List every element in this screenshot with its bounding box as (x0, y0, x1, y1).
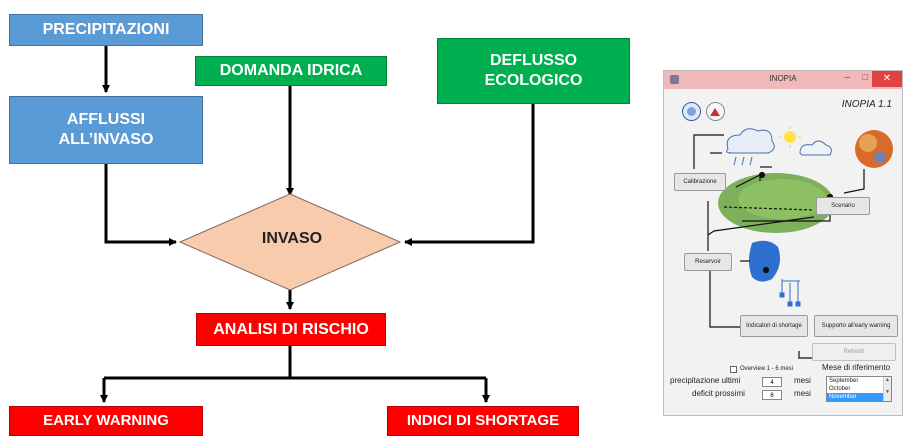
precipitazioni-label: PRECIPITAZIONI (42, 21, 170, 38)
mesi-label-2: mesi (794, 389, 811, 398)
month-option-november[interactable]: November (827, 393, 891, 401)
reservoir-drop-icon (749, 240, 780, 282)
app-title: INOPIA 1.1 (841, 99, 892, 110)
analisi-box: ANALISI DI RISCHIO (196, 313, 386, 346)
indicatori-button[interactable]: Indicatori di shortage (740, 315, 808, 337)
afflussi-label-line2: ALL’INVASO (58, 131, 154, 148)
early-warning-box: EARLY WARNING (9, 406, 203, 436)
schema-illustration (693, 126, 893, 359)
mese-listbox[interactable]: September October November ▲▼ (826, 376, 892, 402)
overview-checkbox[interactable] (730, 366, 737, 373)
mese-label: Mese di riferimento (822, 363, 891, 372)
minimize-icon[interactable]: – (844, 72, 850, 83)
indici-label: INDICI DI SHORTAGE (406, 411, 560, 429)
listbox-scrollbar[interactable]: ▲▼ (883, 377, 891, 401)
deficit-field[interactable]: 6 (762, 390, 782, 400)
precipitazione-label: precipitazione ultimi (670, 376, 741, 385)
deflusso-box: DEFLUSSO ECOLOGICO (437, 38, 630, 104)
calibrazione-button[interactable]: Calibrazione (674, 173, 726, 191)
precipitazioni-box: PRECIPITAZIONI (9, 14, 203, 46)
reservoir-button[interactable]: Reservoir (684, 253, 732, 271)
month-option-september[interactable]: September (829, 378, 859, 384)
refresh-button[interactable]: Refresh (812, 343, 896, 361)
early-warning-label: EARLY WARNING (43, 411, 169, 429)
window-title: INOPIA (769, 74, 797, 83)
close-icon[interactable]: ✕ (872, 71, 902, 87)
cloud-icon (799, 140, 832, 156)
invaso-label: INVASO (261, 230, 323, 247)
domanda-box: DOMANDA IDRICA (195, 56, 387, 86)
sun-icon (784, 131, 796, 143)
rain-cloud-icon (726, 128, 775, 154)
afflussi-label-line1: AFFLUSSI (66, 111, 146, 128)
overview-label: Overview 1 - 6 mesi (740, 366, 794, 372)
domanda-label: DOMANDA IDRICA (219, 62, 363, 79)
deflusso-label-line2: ECOLOGICO (484, 72, 583, 89)
precipitazione-field[interactable]: 4 (762, 377, 782, 387)
arrow-deflusso-invaso (404, 104, 535, 246)
scenario-button[interactable]: Scenario (816, 197, 870, 215)
invaso-diamond (178, 193, 402, 291)
maximize-icon[interactable]: □ (862, 72, 868, 82)
indici-box: INDICI DI SHORTAGE (387, 406, 579, 436)
app-icon (670, 75, 679, 84)
institute-logo-icon (682, 102, 701, 121)
arrow-afflussi-invaso (104, 164, 177, 246)
supporto-button[interactable]: Supporto all'early warning (814, 315, 898, 337)
window-titlebar[interactable]: INOPIA – □ ✕ (664, 71, 902, 89)
month-option-october[interactable]: October (829, 386, 851, 392)
afflussi-box: AFFLUSSI ALL’INVASO (9, 96, 203, 164)
partner-logo-icon (706, 102, 725, 121)
analisi-label: ANALISI DI RISCHIO (213, 320, 369, 338)
deficit-label: deficit prossimi (692, 389, 745, 398)
mesi-label-1: mesi (794, 376, 811, 385)
deflusso-label-line1: DEFLUSSO (489, 52, 578, 69)
inopia-window: INOPIA – □ ✕ INOPIA 1.1 (663, 70, 903, 416)
